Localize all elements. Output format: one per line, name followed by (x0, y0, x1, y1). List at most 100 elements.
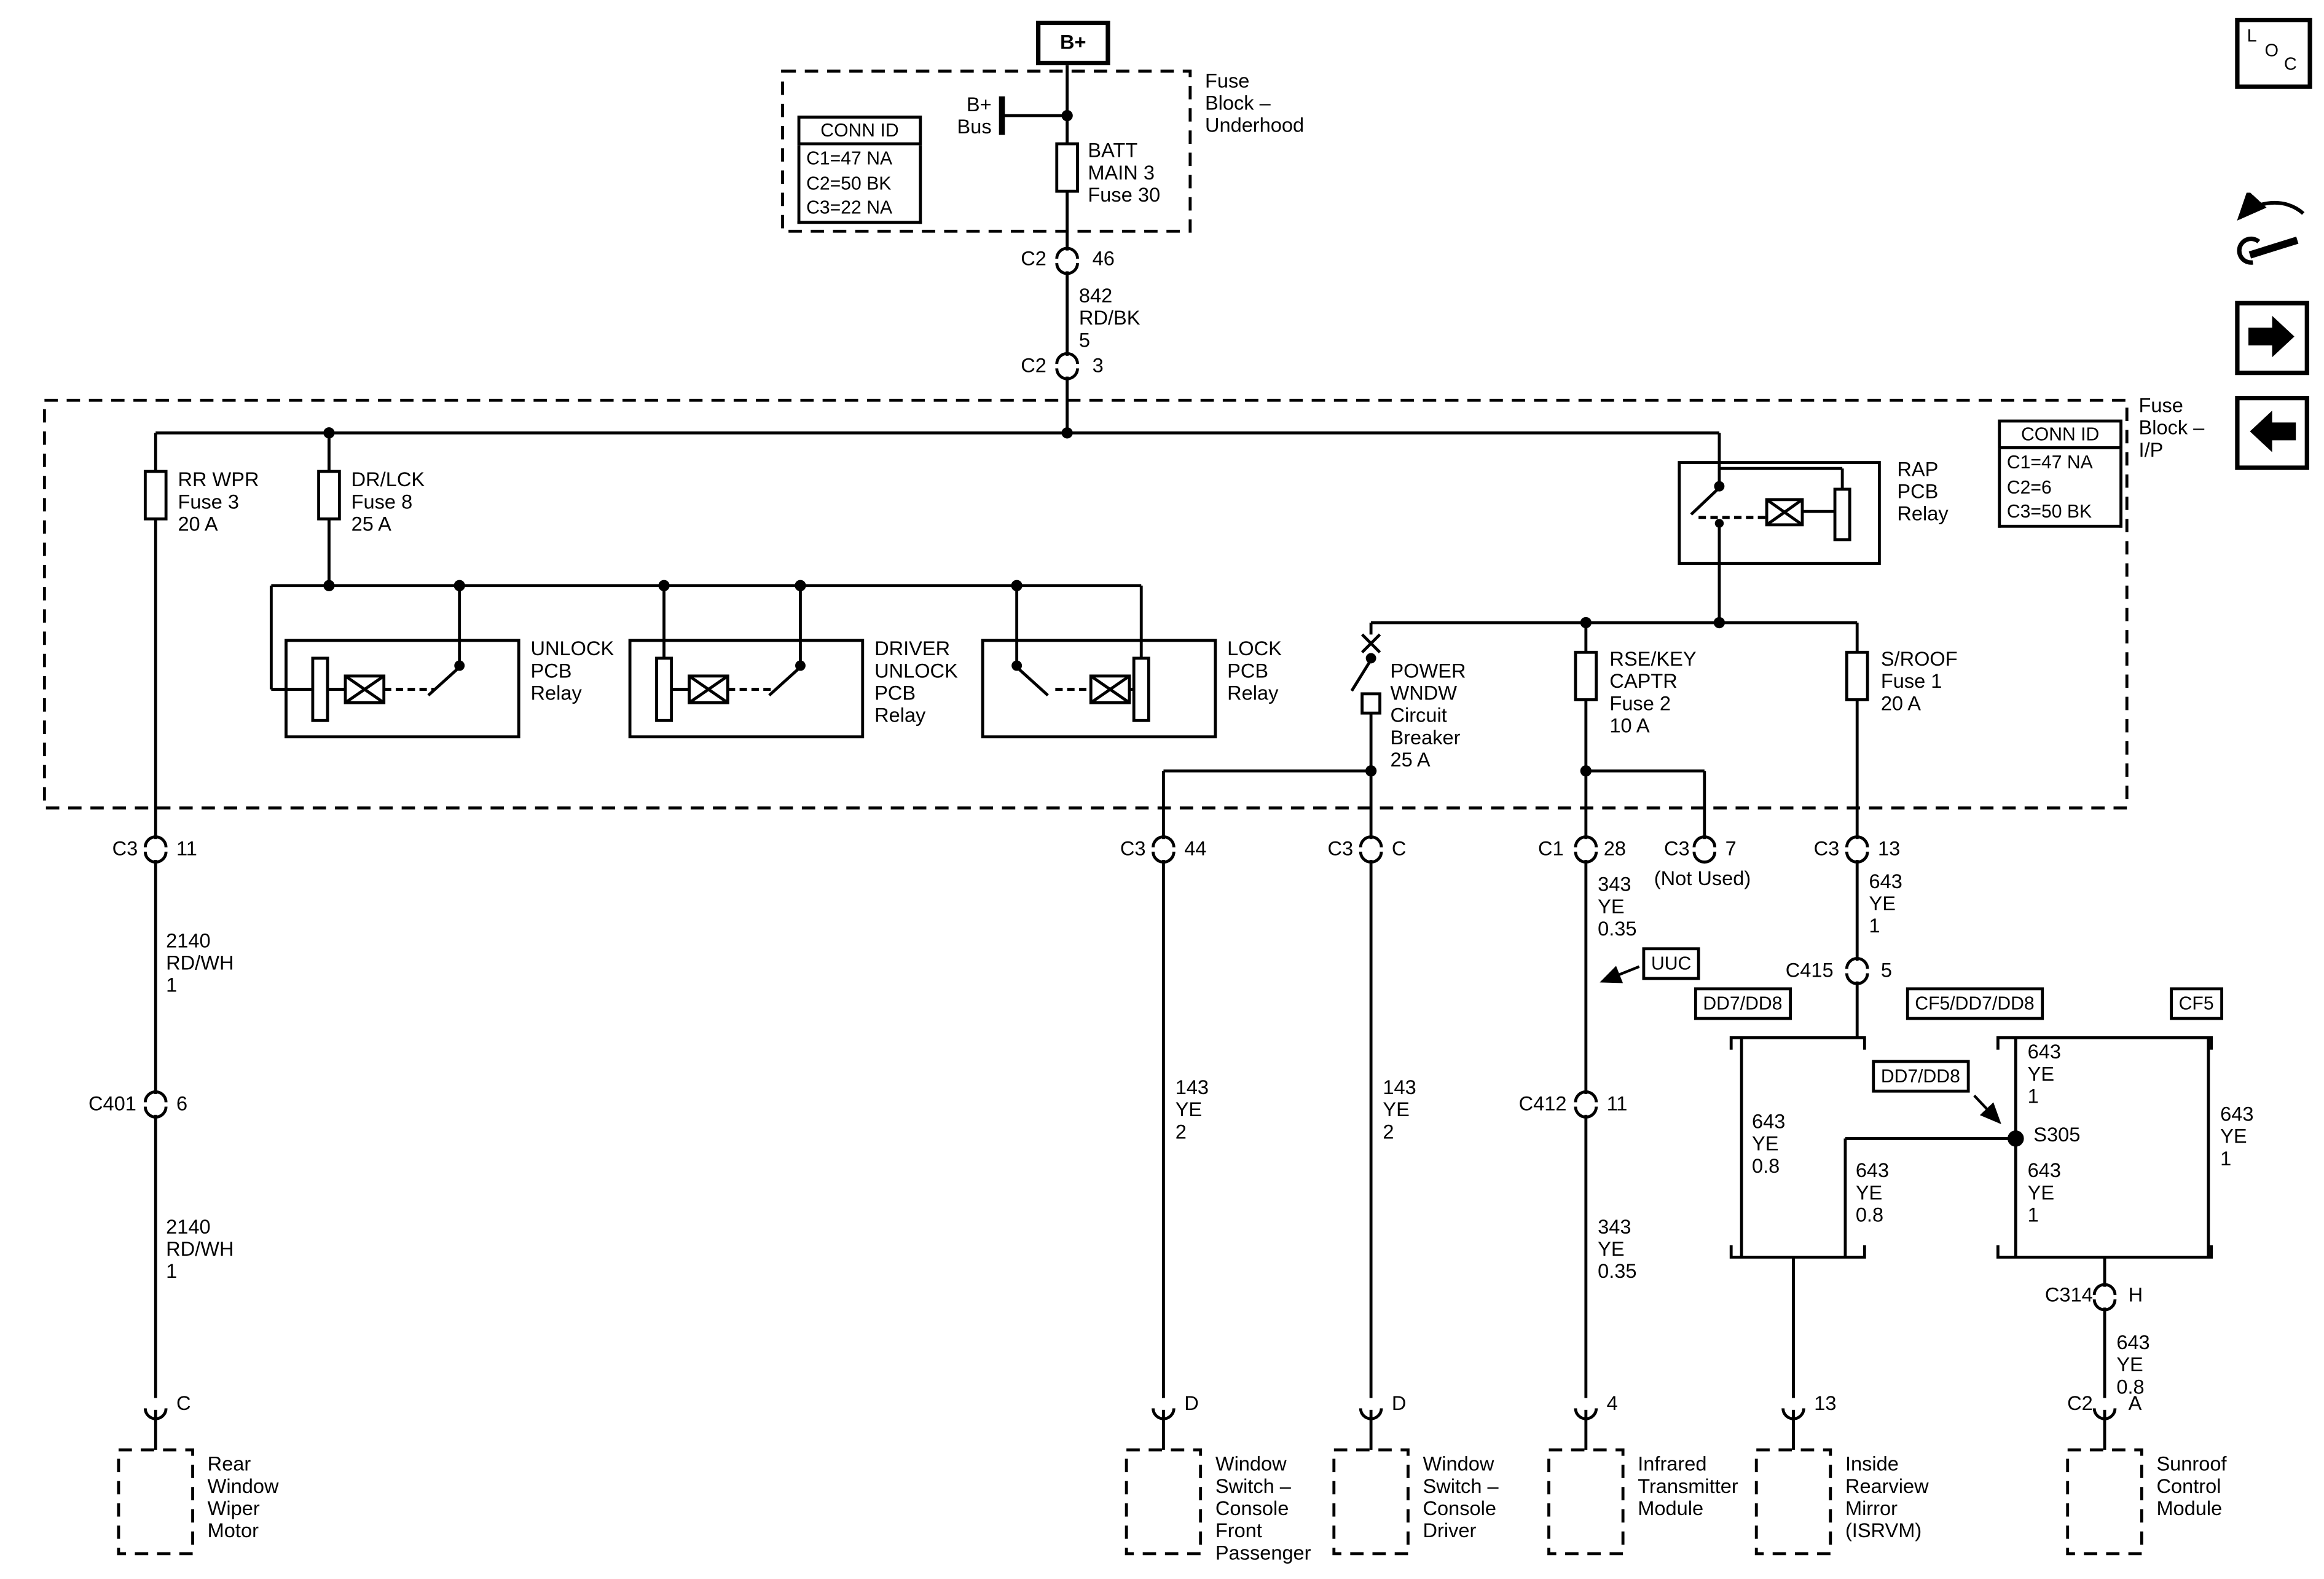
sunroof-c2-left: C2 (2067, 1392, 2093, 1415)
collector-sunroof (1996, 1245, 2213, 1259)
right-arrow-icon (2248, 315, 2295, 358)
underhood-block-label: Fuse Block – Underhood (1204, 69, 1305, 137)
batt-main3-fuse-label: BATT MAIN 3 Fuse 30 (1088, 139, 1161, 207)
lock-relay-box (981, 639, 1217, 739)
not-used-right: 7 (1725, 837, 1737, 860)
infrared-pin: 4 (1606, 1392, 1618, 1415)
connector-symbols (144, 248, 2116, 1419)
c412-right: 11 (1606, 1092, 1628, 1115)
relay-feed-run (269, 584, 1143, 691)
rear-wiper-motor-box (117, 1448, 194, 1556)
loc-letter-c: C (2283, 53, 2297, 74)
infrared-wire1-label: 343 YE 0.35 (1598, 873, 1637, 940)
harness-wire-b-label: 643 YE 0.8 (1855, 1159, 1890, 1227)
infrared-module-label: Infrared Transmitter Module (1638, 1452, 1738, 1520)
passenger-c3-right: 44 (1184, 837, 1207, 860)
not-used-left: C3 (1664, 837, 1690, 860)
rap-relay-symbol (1690, 433, 1851, 623)
harness-main-wire-label: 643 YE 1 (1869, 870, 1902, 937)
c412-left: C412 (1518, 1092, 1567, 1115)
infrared-c1-left: C1 (1538, 837, 1564, 860)
c2-bot-left: C2 (1021, 354, 1046, 377)
option-tag-dd7: DD7/DD8 (1694, 987, 1791, 1020)
driver-module-label: Window Switch – Console Driver (1423, 1452, 1499, 1543)
wiper-wire2-label: 2140 RD/WH 1 (166, 1215, 234, 1283)
dr-lck-fuse-label: DR/LCK Fuse 8 25 A (351, 468, 425, 536)
fuse-symbols (145, 144, 1867, 700)
option-tag-cf5: CF5 (2170, 987, 2223, 1020)
harness-wire-c-bot-label: 643 YE 1 (2027, 1159, 2061, 1227)
b-plus-bus-label: B+ Bus (957, 93, 992, 138)
ip-bus-and-fuses (154, 431, 1719, 1450)
option-tag-cf5-dd7: CF5/DD7/DD8 (1906, 987, 2044, 1020)
unlock-relay-label: UNLOCK PCB Relay (530, 637, 614, 705)
relay-boxes (285, 461, 1881, 739)
driver-unlock-relay-symbol (655, 656, 806, 722)
c2-top-left: C2 (1021, 247, 1046, 270)
lock-relay-label: LOCK PCB Relay (1227, 637, 1282, 705)
window-switch-driver-box (1332, 1448, 1410, 1556)
conn-id-header: CONN ID (797, 116, 922, 146)
underhood-fuse-block-box (781, 69, 1192, 233)
c415-right: 5 (1880, 959, 1892, 982)
window-switch-passenger-box (1125, 1448, 1203, 1556)
uuc-callout: UUC (1642, 947, 1700, 980)
passenger-pin: D (1184, 1392, 1199, 1415)
uuc-arrow (1600, 965, 1640, 983)
harness-c3-right: 13 (1878, 837, 1901, 860)
isrvm-box (1754, 1448, 1832, 1556)
infrared-transmitter-box (1547, 1448, 1625, 1556)
not-used-note: (Not Used) (1654, 867, 1751, 890)
sroof-fuse-label: S/ROOF Fuse 1 20 A (1880, 648, 1958, 715)
infrared-wire2-label: 343 YE 0.35 (1598, 1215, 1637, 1283)
wiper-pin: C (176, 1392, 191, 1415)
c2-top-right: 46 (1092, 247, 1115, 270)
service-tool-icon[interactable] (2226, 190, 2315, 279)
rap-relay-label: RAP PCB Relay (1897, 458, 1949, 526)
unlock-relay-box (285, 639, 520, 739)
c314-left: C314 (2044, 1283, 2093, 1306)
conn-id-rows: C1=47 NA C2=6 C3=50 BK (1998, 449, 2122, 528)
harness-c3-left: C3 (1813, 837, 1840, 860)
mirror-module-label: Inside Rearview Mirror (ISRVM) (1845, 1452, 1929, 1543)
rr-wpr-fuse-label: RR WPR Fuse 3 20 A (178, 468, 259, 536)
callout-arrows (1600, 965, 2001, 1125)
collector-mirror (1729, 1245, 1866, 1259)
mirror-pin: 13 (1814, 1392, 1837, 1415)
loc-letter-l: L (2247, 25, 2257, 46)
driver-wire-label: 143 YE 2 (1383, 1076, 1416, 1144)
wiper-c3-left: C3 (112, 837, 138, 860)
passenger-wire-label: 143 YE 2 (1175, 1076, 1209, 1144)
harness-wire-c-top-label: 643 YE 1 (2027, 1041, 2061, 1108)
back-arrow-button[interactable] (2235, 396, 2309, 470)
wiper-module-label: Rear Window Wiper Motor (207, 1452, 279, 1543)
next-arrow-button[interactable] (2235, 301, 2309, 376)
wiper-wire1-label: 2140 RD/WH 1 (166, 929, 234, 997)
enclosure-boxes (42, 69, 2143, 1556)
ip-conn-id-table: CONN ID C1=47 NA C2=6 C3=50 BK (1998, 419, 2122, 528)
rse-fuse-label: RSE/KEY CAPTR Fuse 2 10 A (1609, 648, 1697, 738)
underhood-circuit (999, 60, 1069, 433)
loc-indicator[interactable]: L O C (2235, 17, 2312, 89)
ip-block-label: Fuse Block – I/P (2138, 394, 2205, 462)
infrared-c1-right: 28 (1603, 837, 1627, 860)
driver-pin: D (1391, 1392, 1407, 1415)
driver-unlock-relay-box (628, 639, 865, 739)
dd7-arrow (1973, 1094, 2001, 1125)
option-tag-dd7-mid: DD7/DD8 (1872, 1060, 1969, 1093)
harness-wire-a-label: 643 YE 0.8 (1751, 1110, 1786, 1178)
breaker-thermal (1360, 623, 1381, 653)
lock-relay-symbol (1011, 656, 1150, 722)
loc-letter-o: O (2264, 40, 2279, 61)
rap-relay-box (1678, 461, 1881, 565)
breaker-element (1360, 692, 1381, 715)
c2-bot-right: 3 (1092, 354, 1104, 377)
b-plus-terminal: B+ (1035, 20, 1110, 66)
conn-id-rows: C1=47 NA C2=50 BK C3=22 NA (797, 145, 922, 224)
splice-s305-label: S305 (2033, 1124, 2081, 1146)
c415-left: C415 (1785, 959, 1834, 982)
conn-id-header: CONN ID (1998, 419, 2122, 450)
